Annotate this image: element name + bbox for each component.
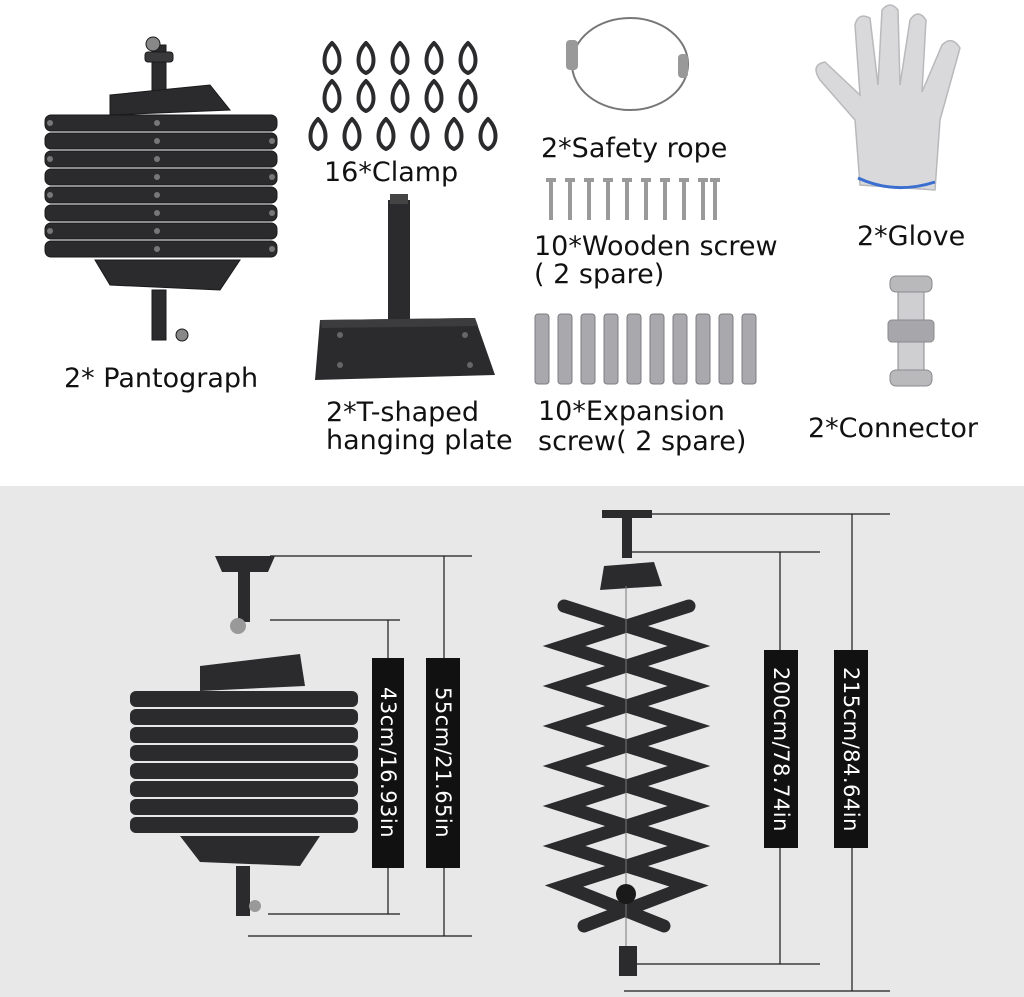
connector-image	[887, 275, 935, 387]
dim-extended-outer: 215cm/84.64in	[834, 650, 868, 848]
wooden-screw-label-line2: ( 2 spare)	[534, 259, 665, 290]
t-plate-image	[315, 194, 495, 380]
dim-extended-inner: 200cm/78.74in	[764, 650, 798, 848]
dim-collapsed-outer: 55cm/21.65in	[426, 658, 460, 868]
expansion-screw-label-line2: screw( 2 spare)	[538, 426, 747, 457]
collapsed-pantograph-diagram	[130, 555, 472, 937]
pantograph-label: 2* Pantograph	[64, 363, 259, 394]
safety-rope-image	[566, 17, 689, 111]
dim-collapsed-inner: 43cm/16.93in	[372, 658, 404, 868]
glove-label: 2*Glove	[857, 221, 966, 252]
clamps-image	[308, 41, 498, 152]
clamp-label: 16*Clamp	[324, 157, 459, 188]
t-plate-label-line2: hanging plate	[326, 425, 513, 456]
wooden-screw-label-line1: 10*Wooden screw	[534, 231, 778, 262]
t-plate-label-line1: 2*T-shaped	[326, 397, 480, 428]
connector-label: 2*Connector	[808, 413, 978, 444]
expansion-screws-image	[534, 313, 757, 385]
wooden-screws-image	[546, 178, 720, 220]
pantograph-image	[44, 36, 278, 342]
expansion-screw-label-line1: 10*Expansion	[538, 396, 725, 427]
glove-image	[815, 4, 961, 191]
safety-rope-label: 2*Safety rope	[541, 133, 728, 164]
